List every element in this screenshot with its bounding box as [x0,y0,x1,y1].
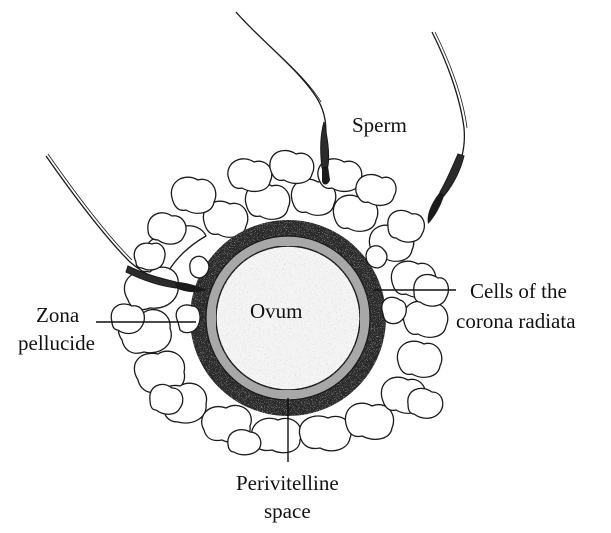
corona-cell [147,212,187,245]
corona-cell [387,209,426,243]
sperm-label: Sperm [352,113,407,137]
corona-label-line1: Cells of the [470,279,567,303]
inner-corona-cells [175,245,407,334]
corona-cell [227,429,262,456]
ovum-cytoplasm [215,245,361,391]
corona-cell [407,387,444,419]
corona-cell [402,300,449,338]
corona-cell [227,158,273,193]
corona-cell [298,415,353,452]
zona-label-line1: Zona [36,303,80,327]
corona-radiata-cells [110,149,450,456]
corona-cell [250,417,303,454]
sperm-1 [235,11,330,185]
ovum-label: Ovum [250,299,303,323]
corona-cell [149,383,184,415]
perivitelline-label-line1: Perivitelline [236,471,339,495]
corona-cell [189,255,210,279]
corona-cell [365,245,388,269]
corona-cell [170,176,217,214]
corona-cell [133,350,186,394]
corona-cell [344,402,395,440]
zona-label-line2: pellucide [18,331,95,355]
corona-cell [110,303,146,335]
corona-cell [202,200,249,238]
perivitelline-label-line2: space [264,499,311,523]
corona-cell [133,242,166,271]
corona-cell [175,304,201,334]
sperm-cells [45,11,468,293]
sperm-2 [427,31,468,224]
corona-cell [355,173,397,207]
corona-cell [396,340,443,378]
corona-cell [269,149,315,185]
corona-cell [381,296,407,325]
corona-cell [332,194,379,232]
corona-label-line2: corona radiata [456,309,576,333]
sperm-3 [45,153,206,293]
